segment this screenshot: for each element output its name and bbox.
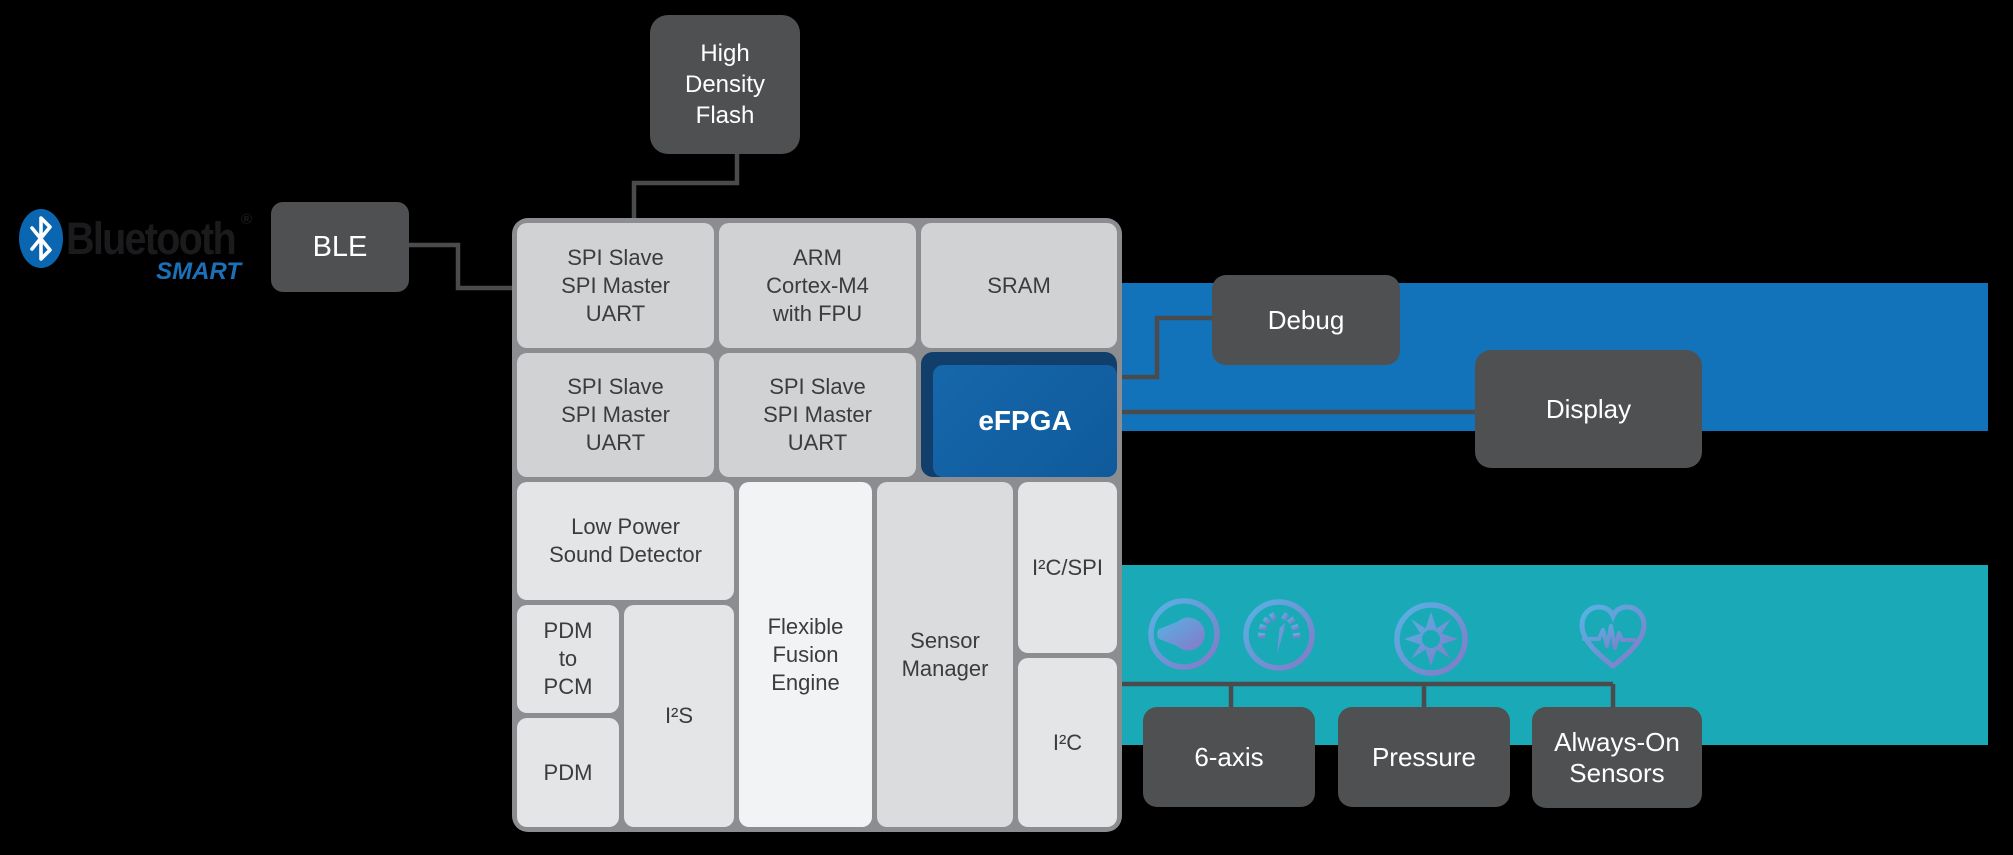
spi-slave-master-uart-1-box: SPI Slave SPI Master UART <box>517 223 714 348</box>
gauge-icon <box>1243 599 1315 671</box>
efpga-box: eFPGA <box>933 365 1117 477</box>
sram-box: SRAM <box>921 223 1117 348</box>
low-power-sound-detector-box: Low Power Sound Detector <box>517 482 734 600</box>
connector-flash-to-soc <box>631 154 740 220</box>
i2s-box: I²S <box>624 605 734 827</box>
spi-slave-master-uart-2-box: SPI Slave SPI Master UART <box>517 353 714 477</box>
heart-rate-icon <box>1579 604 1647 670</box>
arm-cortex-m4-box: ARM Cortex-M4 with FPU <box>719 223 916 348</box>
beam-sensor-icon <box>1148 598 1220 670</box>
pressure-box: Pressure <box>1338 707 1510 807</box>
six-axis-box: 6-axis <box>1143 707 1315 807</box>
high-density-flash-box: High Density Flash <box>650 15 800 154</box>
bluetooth-logo-icon <box>19 209 63 268</box>
sensor-manager-box: Sensor Manager <box>877 482 1013 827</box>
flexible-fusion-engine-box: Flexible Fusion Engine <box>739 482 872 827</box>
always-on-sensors-box: Always-On Sensors <box>1532 707 1702 808</box>
pdm-to-pcm-box: PDM to PCM <box>517 605 619 713</box>
connector-soc-to-sensors <box>1120 681 1616 708</box>
pdm-box: PDM <box>517 718 619 827</box>
spi-slave-master-uart-3-box: SPI Slave SPI Master UART <box>719 353 916 477</box>
connector-ble-to-soc <box>409 242 514 291</box>
bluetooth-smart-label: SMART <box>156 258 241 285</box>
debug-box: Debug <box>1212 275 1400 365</box>
bluetooth-registered-mark: ® <box>241 211 253 228</box>
bluetooth-wordmark: Bluetooth <box>66 213 237 264</box>
display-box: Display <box>1475 350 1702 468</box>
i2c-box: I²C <box>1018 658 1117 827</box>
connector-soc-to-debug <box>1120 315 1213 380</box>
i2c-spi-box: I²C/SPI <box>1018 482 1117 653</box>
ble-box: BLE <box>271 202 409 292</box>
ambient-light-icon <box>1394 602 1468 676</box>
soc-block: SPI Slave SPI Master UART ARM Cortex-M4 … <box>512 218 1122 832</box>
